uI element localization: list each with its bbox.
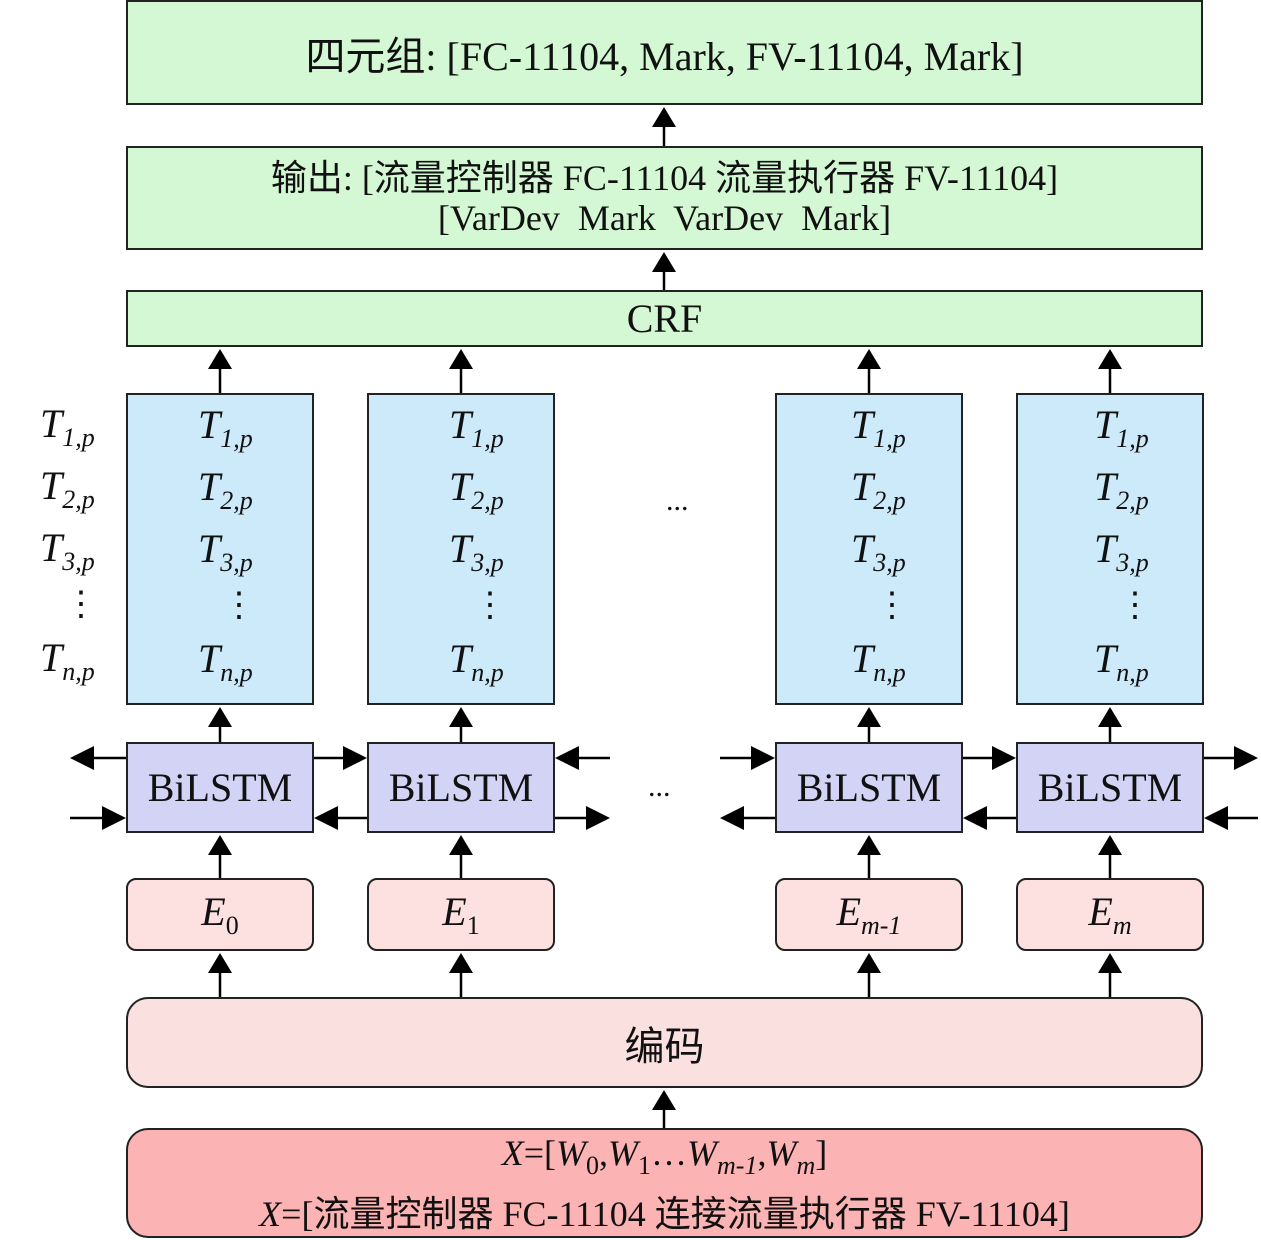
tag-t2: T2,p [449,464,504,515]
h-left-in-bottom-head [102,806,126,830]
arrow-bilstm-to-tags-1-head [449,707,473,727]
arrow-encode-to-embed-2-head [857,953,881,973]
tag-t3: T3,p [851,526,906,577]
tag-t1: T1,p [449,402,504,453]
tag-t2: T2,p [198,464,253,515]
embedding-label-0: E0 [201,889,239,940]
arrow-embed-to-bilstm-0-head [208,835,232,855]
h-4-3-bottom-head [963,806,987,830]
tag-tn: Tn,p [1094,636,1149,687]
h-3-out-bottom-head [720,806,744,830]
tag-column-3: T1,p T2,p T3,p ⋮ Tn,p [775,393,963,705]
bilstm-label: BiLSTM [1037,765,1183,810]
tag-t1: T1,p [851,402,906,453]
tag-column-2: T1,p T2,p T3,p ⋮ Tn,p [367,393,555,705]
tag-t2: T2,p [1094,464,1149,515]
arrow-input-to-encode-head [652,1090,676,1110]
bilstm-label: BiLSTM [147,765,293,810]
arrow-encode-to-embed-3-head [1098,953,1122,973]
h-right-out-top-head [1234,746,1258,770]
bilstm-label: BiLSTM [796,765,942,810]
embedding-box-1: E1 [367,878,555,951]
input-formula: X=[W0,W1…Wm-1,Wm] [501,1132,828,1180]
tag-t1: T1,p [198,402,253,453]
tag-column-ellipsis: ... [666,484,689,517]
legend-tag-2: T2,p [40,463,95,514]
tag-tn: Tn,p [449,636,504,687]
bilstm-label: BiLSTM [388,765,534,810]
tag-t3: T3,p [449,526,504,577]
h-2-out-bottom-head [586,806,610,830]
bilstm-ellipsis: ... [648,770,671,803]
encoding-label: 编码 [624,1023,705,1069]
h-3-4-top-head [992,746,1016,770]
embedding-label-m: Em [1088,889,1132,940]
embedding-box-m: Em [1016,878,1204,951]
arrow-encode-to-embed-1-head [449,953,473,973]
tag-t3: T3,p [1094,526,1149,577]
embedding-box-0: E0 [126,878,314,951]
arrow-output-to-quad-head [652,107,676,127]
h-2-in-top-head [555,746,579,770]
legend-tag-1: T1,p [40,401,95,452]
output-line-2: [VarDev Mark VarDev Mark] [437,198,892,238]
quadruple-label: 四元组: [FC-11104, Mark, FV-11104, Mark] [305,33,1024,79]
h-left-out-top-head [70,746,94,770]
bilstm-box-3: BiLSTM [775,742,963,833]
arrow-tags-to-crf-3-head [1098,349,1122,369]
tag-vdots: ⋮ [473,587,507,624]
quadruple-box: 四元组: [FC-11104, Mark, FV-11104, Mark] [126,0,1203,105]
arrow-tags-to-crf-1-head [449,349,473,369]
legend-tag-n: Tn,p [40,635,95,686]
output-line-1: 输出: [流量控制器 FC-11104 流量执行器 FV-11104] [270,158,1059,198]
tag-vdots: ⋮ [222,587,256,624]
embedding-label-1: E1 [442,889,480,940]
arrow-tags-to-crf-2-head [857,349,881,369]
arrow-embed-to-bilstm-3-head [1098,835,1122,855]
tag-tn: Tn,p [198,636,253,687]
legend-tag-3: T3,p [40,525,95,576]
crf-label: CRF [626,296,703,341]
arrow-tags-to-crf-0-head [208,349,232,369]
tag-column-1: T1,p T2,p T3,p ⋮ Tn,p [126,393,314,705]
arrow-embed-to-bilstm-2-head [857,835,881,855]
arrow-crf-to-output-head [652,252,676,272]
bilstm-box-2: BiLSTM [367,742,555,833]
encoding-box: 编码 [126,997,1203,1088]
bilstm-box-4: BiLSTM [1016,742,1204,833]
arrow-bilstm-to-tags-0-head [208,707,232,727]
input-sentence: X=[流量控制器 FC-11104 连接流量执行器 FV-11104] [259,1193,1070,1234]
h-right-in-bottom-head [1204,806,1228,830]
arrow-encode-to-embed-0-head [208,953,232,973]
input-box: X=[W0,W1…Wm-1,Wm] X=[流量控制器 FC-11104 连接流量… [126,1128,1203,1238]
tag-t3: T3,p [198,526,253,577]
arrow-embed-to-bilstm-1-head [449,835,473,855]
arrow-bilstm-to-tags-3-head [1098,707,1122,727]
tag-column-4: T1,p T2,p T3,p ⋮ Tn,p [1016,393,1204,705]
tag-tn: Tn,p [851,636,906,687]
tag-vdots: ⋮ [1118,587,1152,624]
h-3-in-top-head [751,746,775,770]
bilstm-box-1: BiLSTM [126,742,314,833]
tag-t1: T1,p [1094,402,1149,453]
embedding-label-m-1: Em-1 [836,889,902,940]
output-box: 输出: [流量控制器 FC-11104 流量执行器 FV-11104] [Var… [126,146,1203,250]
legend-vdots: ⋮ [64,586,98,623]
arrow-bilstm-to-tags-2-head [857,707,881,727]
tag-t2: T2,p [851,464,906,515]
h-2-1-bottom-head [314,806,338,830]
crf-box: CRF [126,290,1203,347]
tag-vdots: ⋮ [875,587,909,624]
h-1-2-top-head [343,746,367,770]
embedding-box-m-1: Em-1 [775,878,963,951]
